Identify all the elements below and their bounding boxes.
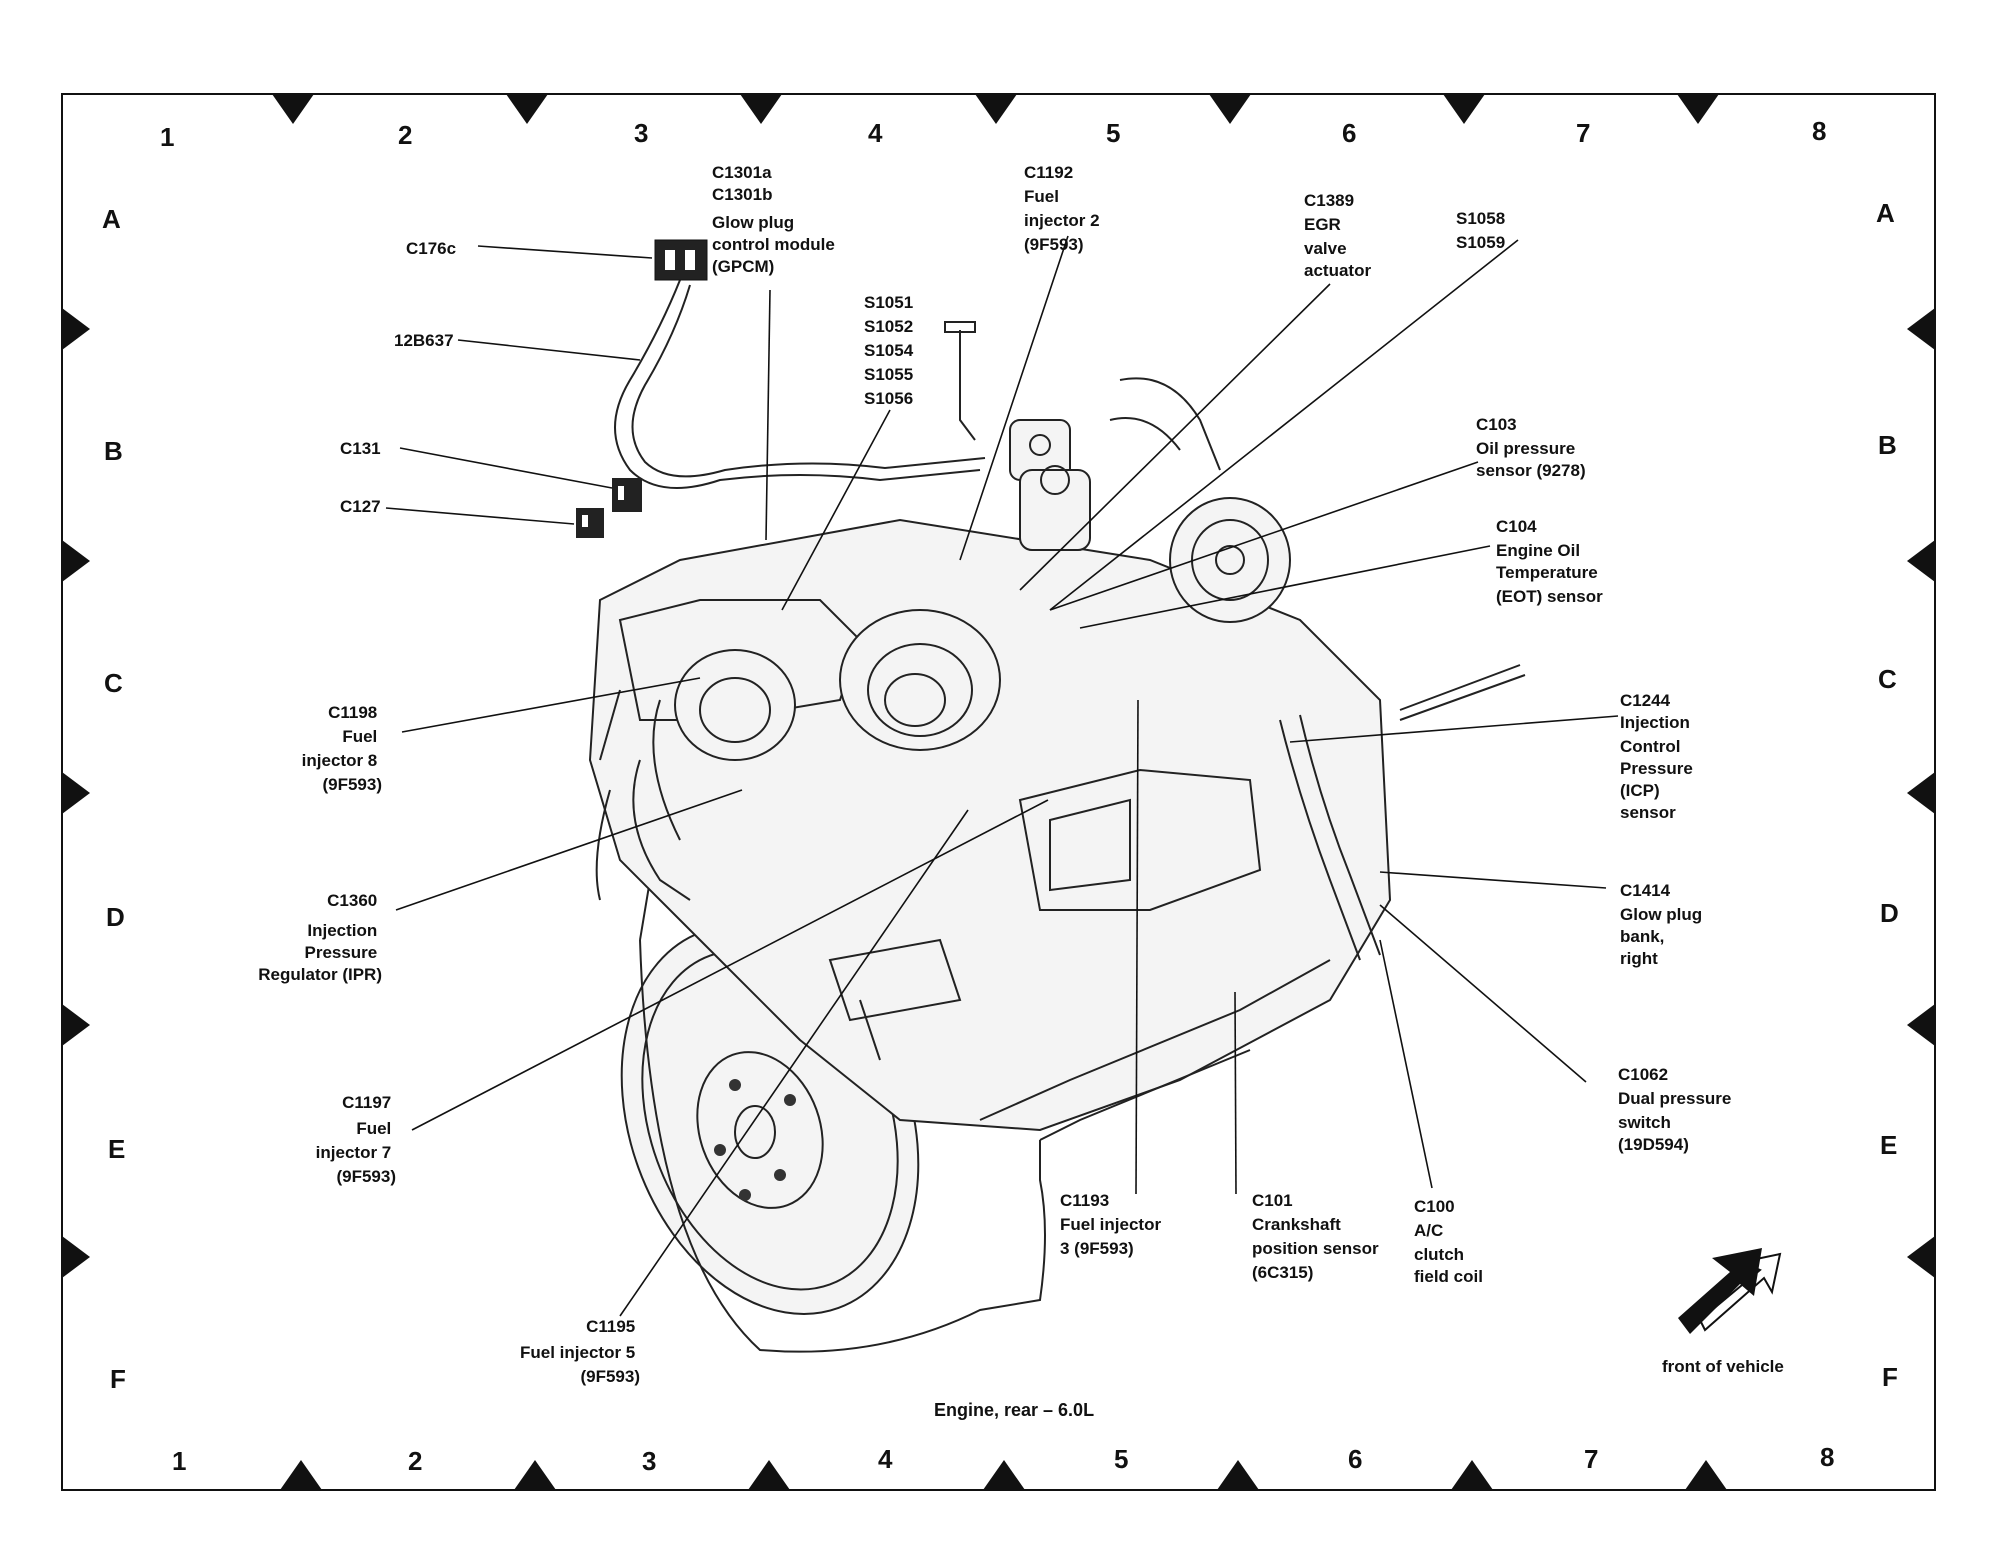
col-3-bottom: 3	[642, 1446, 656, 1476]
alternator	[1169, 497, 1291, 623]
row-E-left: E	[108, 1134, 125, 1164]
col-2-bottom: 2	[408, 1446, 422, 1476]
col-7-top: 7	[1576, 118, 1590, 148]
engine-illustration	[588, 279, 1526, 1353]
row-D-right: D	[1880, 898, 1899, 928]
label-c1193: C1193 Fuel injector 3 (9F593)	[1060, 1191, 1166, 1258]
grid-numbers-top: 1 2 3 4 5 6 7 8	[160, 116, 1826, 152]
label-c176c: C176c	[406, 239, 456, 258]
label-c127: C127	[340, 497, 381, 516]
col-8-top: 8	[1812, 116, 1826, 146]
col-3-top: 3	[634, 118, 648, 148]
label-c1244: C1244 Injection Control Pressure (ICP) s…	[1620, 691, 1698, 822]
row-B-left: B	[104, 436, 123, 466]
label-gpcm: C1301a C1301b Glow plug control module (…	[712, 163, 840, 276]
grid-numbers-bottom: 1 2 3 4 5 6 7 8	[172, 1442, 1834, 1476]
label-splices-s1051: S1051 S1052 S1054 S1055 S1056	[864, 293, 918, 408]
label-c101: C101 Crankshaft position sensor (6C315)	[1252, 1191, 1383, 1282]
grid-letters-left: A B C D E F	[102, 204, 126, 1394]
row-F-right: F	[1882, 1362, 1898, 1392]
label-c1360: C1360 Injection Pressure Regulator (IPR)	[258, 891, 382, 984]
col-6-top: 6	[1342, 118, 1356, 148]
connector-c131	[612, 478, 642, 512]
label-c1197: C1197 Fuel injector 7 (9F593)	[316, 1093, 396, 1186]
glow-plug-control-module	[654, 239, 708, 281]
row-A-right: A	[1876, 198, 1895, 228]
label-c1389: C1389 EGR valve actuator	[1304, 191, 1371, 280]
diagram-caption: Engine, rear – 6.0L	[934, 1400, 1094, 1420]
row-D-left: D	[106, 902, 125, 932]
label-c1192: C1192 Fuel injector 2 (9F593)	[1024, 163, 1104, 254]
col-7-bottom: 7	[1584, 1444, 1598, 1474]
row-C-right: C	[1878, 664, 1897, 694]
front-of-vehicle-arrow-icon	[1678, 1248, 1782, 1334]
grid-letters-right: A B C D E F	[1876, 198, 1899, 1392]
label-12b637: 12B637	[394, 331, 454, 350]
row-C-left: C	[104, 668, 123, 698]
row-A-left: A	[102, 204, 121, 234]
col-5-top: 5	[1106, 118, 1120, 148]
turbocharger	[674, 609, 1001, 761]
col-1-bottom: 1	[172, 1446, 186, 1476]
label-s1058: S1058 S1059	[1456, 209, 1510, 252]
label-c104: C104 Engine Oil Temperature (EOT) sensor	[1496, 517, 1603, 606]
label-front-of-vehicle: front of vehicle	[1662, 1357, 1784, 1376]
col-6-bottom: 6	[1348, 1444, 1362, 1474]
label-c131: C131	[340, 439, 381, 458]
col-8-bottom: 8	[1820, 1442, 1834, 1472]
zone-markers	[62, 94, 1935, 1490]
col-4-top: 4	[868, 118, 883, 148]
label-c100: C100 A/C clutch field coil	[1414, 1197, 1483, 1286]
label-c1198: C1198 Fuel injector 8 (9F593)	[302, 703, 382, 794]
connector-c127	[576, 508, 604, 538]
label-c1062: C1062 Dual pressure switch (19D594)	[1618, 1065, 1736, 1154]
col-1-top: 1	[160, 122, 174, 152]
col-4-bottom: 4	[878, 1444, 893, 1474]
row-E-right: E	[1880, 1130, 1897, 1160]
label-c1195: C1195 Fuel injector 5 (9F593)	[520, 1317, 640, 1386]
oil-filter-caps	[1009, 419, 1091, 551]
row-B-right: B	[1878, 430, 1897, 460]
leader-lines	[385, 235, 1619, 1317]
col-5-bottom: 5	[1114, 1444, 1128, 1474]
label-c1414: C1414 Glow plug bank, right	[1620, 881, 1707, 968]
col-2-top: 2	[398, 120, 412, 150]
label-c103: C103 Oil pressure sensor (9278)	[1476, 415, 1586, 480]
row-F-left: F	[110, 1364, 126, 1394]
